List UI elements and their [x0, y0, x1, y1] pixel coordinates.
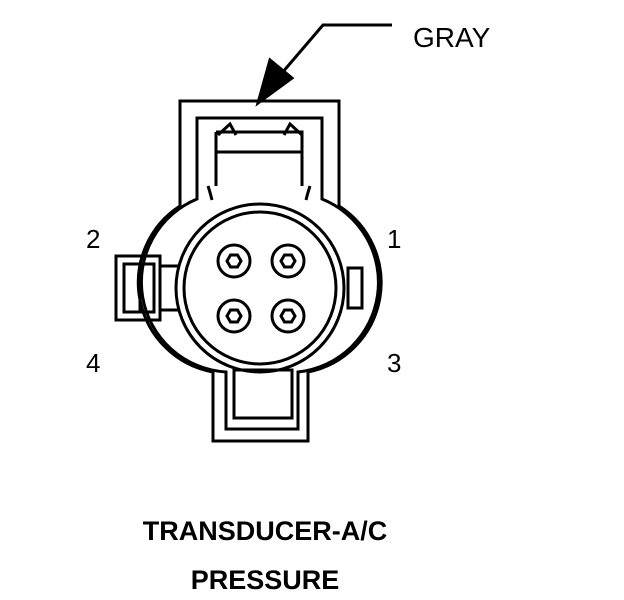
title-line-1: TRANSDUCER-A/C: [142, 516, 388, 546]
terminal-cavity: [270, 298, 306, 334]
bottom-key: [232, 368, 294, 420]
pin-label-1: 1: [387, 224, 402, 254]
locking-latch: [214, 130, 304, 186]
terminal-cavity: [216, 243, 252, 279]
terminal-cavity: [216, 298, 252, 334]
wire-color-label: GRAY: [413, 22, 491, 53]
latch-tab-right: [282, 121, 304, 137]
right-notch: [346, 266, 364, 310]
connector-housing-outer: [136, 99, 383, 443]
mating-face-ring-inner: [182, 210, 338, 366]
terminal-cavity: [270, 243, 306, 279]
latch-collar: [206, 185, 312, 201]
title-line-2: PRESSURE: [190, 565, 340, 595]
side-tab-outer: [114, 254, 162, 322]
mating-face-ring-outer: [174, 202, 346, 374]
pin-label-2: 2: [86, 224, 101, 254]
pin-label-3: 3: [387, 348, 402, 378]
latch-tab-left: [216, 121, 238, 137]
leader-arrowhead: [255, 57, 295, 107]
pin-label-4: 4: [86, 348, 101, 378]
